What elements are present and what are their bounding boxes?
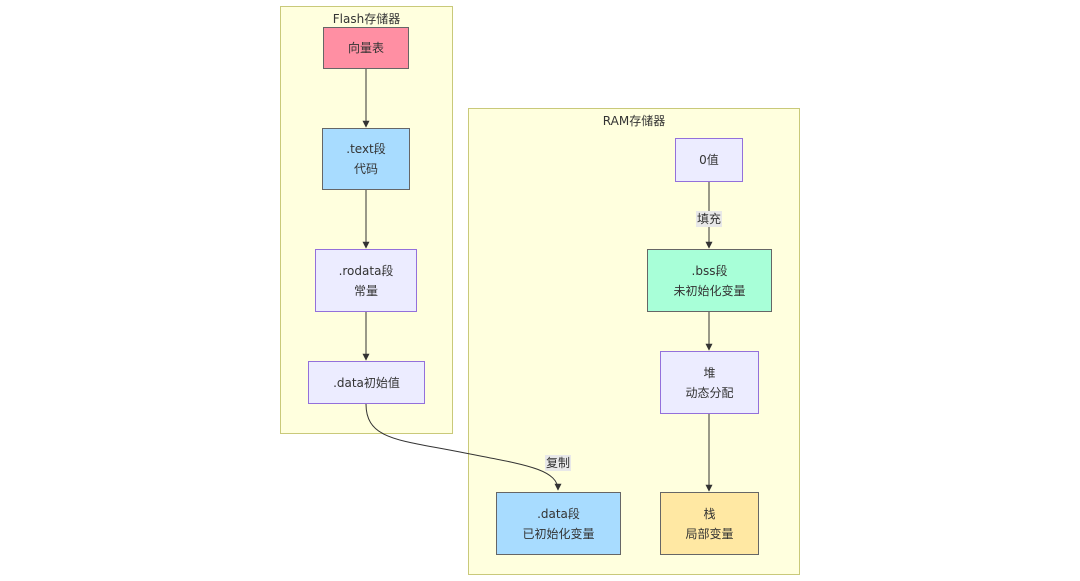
node-rodata-segment-desc: 常量 — [353, 283, 378, 298]
flash-cluster-title: Flash存储器 — [332, 12, 401, 26]
edge-label-fill: 填充 — [696, 211, 723, 227]
node-heap[interactable]: 堆 动态分配 — [660, 351, 759, 414]
node-stack[interactable]: 栈 局部变量 — [660, 492, 759, 555]
node-bss-segment[interactable]: .bss段 未初始化变量 — [647, 249, 772, 312]
node-heap-title: 堆 — [703, 365, 716, 380]
node-data-segment-desc: 已初始化变量 — [522, 526, 595, 541]
node-data-init-label: .data初始值 — [333, 375, 400, 390]
node-stack-title: 栈 — [703, 506, 716, 521]
ram-cluster-title: RAM存储器 — [602, 114, 666, 128]
node-rodata-segment[interactable]: .rodata段 常量 — [315, 249, 417, 312]
node-text-segment-desc: 代码 — [353, 162, 378, 176]
node-vector-table-label: 向量表 — [347, 41, 384, 55]
node-rodata-segment-title: .rodata段 — [338, 263, 394, 278]
node-data-segment-title: .data段 — [537, 506, 580, 521]
node-text-segment[interactable]: .text段 代码 — [322, 128, 410, 190]
node-zero-value-label: 0值 — [699, 153, 719, 167]
node-data-segment[interactable]: .data段 已初始化变量 — [496, 492, 621, 555]
node-bss-segment-title: .bss段 — [691, 263, 728, 278]
edge-label-copy: 复制 — [545, 455, 572, 471]
node-zero-value[interactable]: 0值 — [675, 138, 743, 182]
node-bss-segment-desc: 未初始化变量 — [673, 283, 746, 298]
node-text-segment-title: .text段 — [346, 142, 386, 156]
node-heap-desc: 动态分配 — [685, 385, 734, 400]
node-stack-desc: 局部变量 — [685, 526, 734, 541]
node-vector-table[interactable]: 向量表 — [323, 27, 409, 69]
node-data-init[interactable]: .data初始值 — [308, 361, 425, 404]
